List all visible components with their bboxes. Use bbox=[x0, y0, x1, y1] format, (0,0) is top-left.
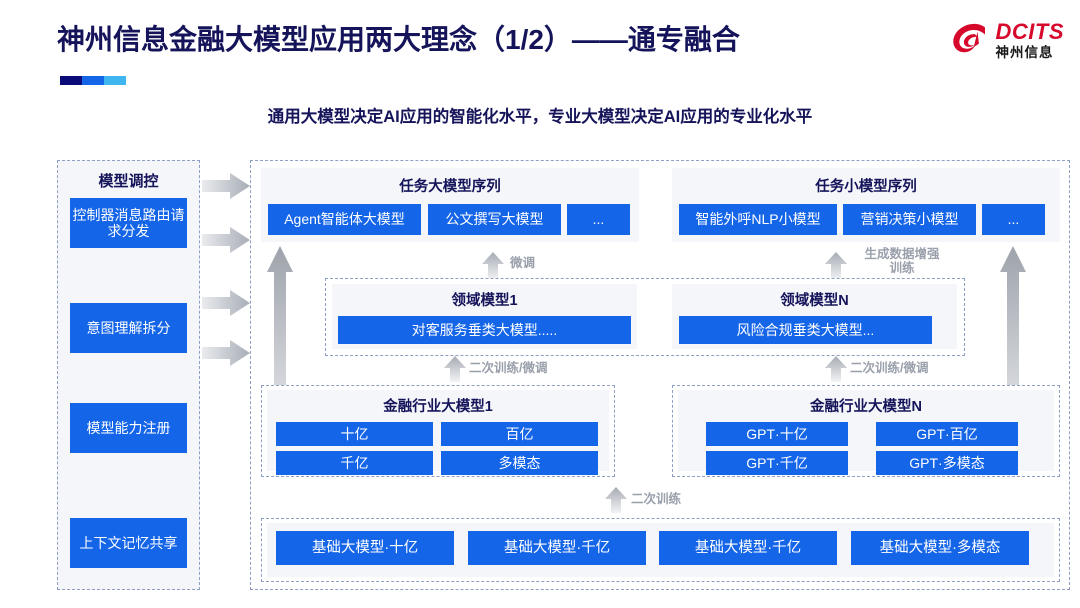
arrow-up-icon-retrain-finetune-left bbox=[444, 356, 466, 382]
base-model-item-multimodal[interactable]: 基础大模型·多模态 bbox=[851, 531, 1029, 565]
industry-model-1-title: 金融行业大模型1 bbox=[383, 399, 493, 415]
industry-n-item-gpt-qianyi[interactable]: GPT·千亿 bbox=[706, 451, 848, 475]
label-retrain: 二次训练 bbox=[631, 492, 682, 506]
arrow-up-icon-long-right bbox=[1000, 246, 1026, 464]
title-underline bbox=[60, 76, 126, 85]
industry-n-item-gpt-baiyi[interactable]: GPT·百亿 bbox=[876, 422, 1018, 446]
task-item-outbound-nlp-model[interactable]: 智能外呼NLP小模型 bbox=[679, 204, 837, 235]
logo-text-en: DCITS bbox=[995, 18, 1064, 44]
task-item-more-small[interactable]: ... bbox=[982, 204, 1045, 235]
arrow-up-icon-finetune bbox=[482, 252, 504, 280]
industry-1-item-qianyi[interactable]: 千亿 bbox=[276, 451, 433, 475]
task-item-doc-writing-model[interactable]: 公文撰写大模型 bbox=[428, 204, 561, 235]
arrow-right-icon-3 bbox=[202, 290, 250, 316]
label-retrain-finetune-right: 二次训练/微调 bbox=[850, 361, 929, 375]
task-small-model-title: 任务小模型序列 bbox=[815, 179, 917, 195]
base-model-item-shiyi[interactable]: 基础大模型·十亿 bbox=[276, 531, 454, 565]
label-data-augment: 生成数据增强 训练 bbox=[864, 247, 940, 276]
industry-n-item-gpt-shiyi[interactable]: GPT·十亿 bbox=[706, 422, 848, 446]
underline-segment-mid bbox=[82, 76, 104, 85]
arrow-up-icon-retrain bbox=[605, 487, 627, 513]
industry-model-n-title: 金融行业大模型N bbox=[810, 399, 922, 415]
underline-segment-dark bbox=[60, 76, 82, 85]
arrow-right-icon-2 bbox=[202, 227, 250, 253]
industry-1-item-baiyi[interactable]: 百亿 bbox=[441, 422, 598, 446]
industry-1-item-shiyi[interactable]: 十亿 bbox=[276, 422, 433, 446]
brand-logo: DCITS 神州信息 bbox=[950, 20, 1065, 60]
arrow-right-icon-4 bbox=[202, 340, 250, 366]
task-item-marketing-decision-model[interactable]: 营销决策小模型 bbox=[843, 204, 976, 235]
label-finetune: 微调 bbox=[510, 256, 536, 270]
task-item-agent-model[interactable]: Agent智能体大模型 bbox=[268, 204, 421, 235]
sidebar-item-intent-understanding[interactable]: 意图理解拆分 bbox=[70, 303, 187, 353]
arrow-up-icon-long-left bbox=[267, 246, 293, 464]
task-large-model-title: 任务大模型序列 bbox=[399, 179, 501, 195]
industry-n-item-gpt-multimodal[interactable]: GPT·多模态 bbox=[876, 451, 1018, 475]
domain-model-1-title: 领域模型1 bbox=[451, 293, 518, 309]
arrow-up-icon-data-augment bbox=[825, 252, 847, 280]
arrow-right-icon-1 bbox=[202, 173, 250, 199]
domain-model-1-item[interactable]: 对客服务垂类大模型..... bbox=[338, 316, 631, 344]
sidebar-item-context-memory-sharing[interactable]: 上下文记忆共享 bbox=[70, 518, 187, 568]
logo-text-cn: 神州信息 bbox=[995, 44, 1054, 60]
industry-1-item-multimodal[interactable]: 多模态 bbox=[441, 451, 598, 475]
sidebar-item-controller-routing[interactable]: 控制器消息路由请求分发 bbox=[70, 198, 187, 248]
arrow-up-icon-retrain-finetune-right bbox=[825, 356, 847, 382]
swirl-icon bbox=[952, 23, 985, 53]
task-item-more-large[interactable]: ... bbox=[567, 204, 630, 235]
base-model-item-qianyi-1[interactable]: 基础大模型·千亿 bbox=[468, 531, 646, 565]
sidebar-title: 模型调控 bbox=[98, 173, 159, 190]
domain-model-n-item[interactable]: 风险合规垂类大模型... bbox=[679, 316, 932, 344]
label-retrain-finetune-left: 二次训练/微调 bbox=[469, 361, 548, 375]
page-title: 神州信息金融大模型应用两大理念（1/2）——通专融合 bbox=[57, 24, 740, 55]
base-model-item-qianyi-2[interactable]: 基础大模型·千亿 bbox=[659, 531, 837, 565]
sidebar-item-capability-registration[interactable]: 模型能力注册 bbox=[70, 403, 187, 453]
underline-segment-light bbox=[104, 76, 126, 85]
domain-model-n-title: 领域模型N bbox=[780, 293, 849, 309]
page-subtitle: 通用大模型决定AI应用的智能化水平，专业大模型决定AI应用的专业化水平 bbox=[267, 108, 813, 126]
